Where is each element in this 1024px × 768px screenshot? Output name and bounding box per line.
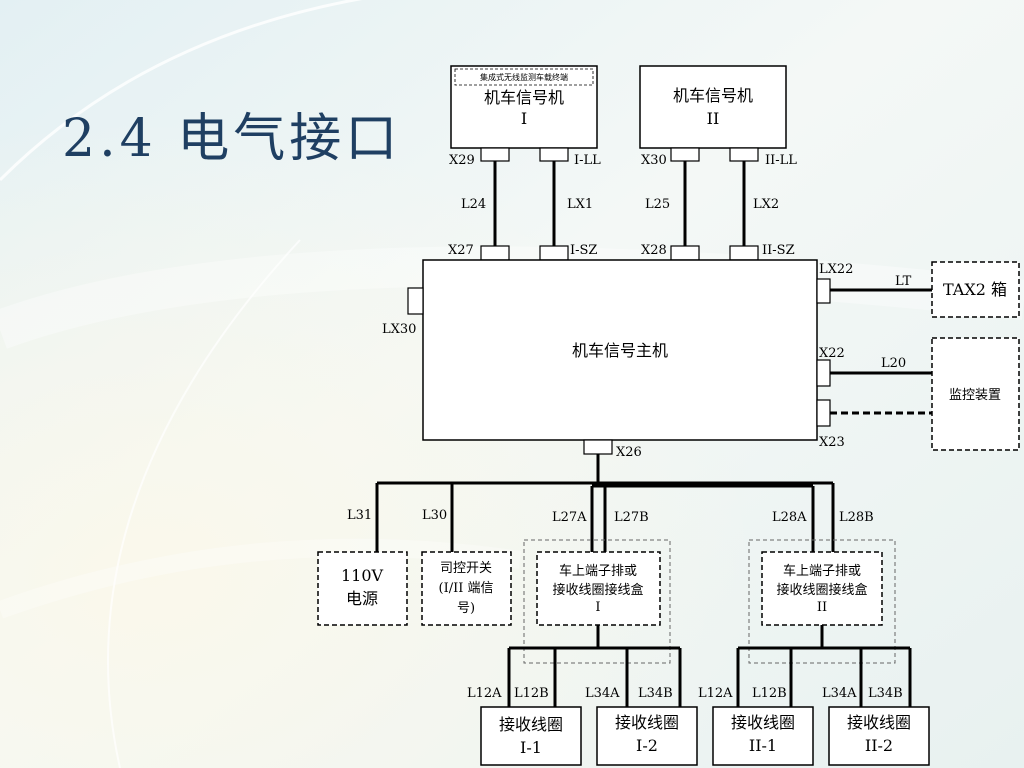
receiving-coil-i-1: 接收线圈 I-1 xyxy=(480,706,582,766)
port-i-sz xyxy=(539,245,569,261)
tax2-box-label: TAX2 箱 xyxy=(943,280,1007,299)
receiving-coil-i-1-number: I-1 xyxy=(520,738,542,757)
line-l12a-1-label: L12A xyxy=(467,686,502,701)
monitor-device-label: 监控装置 xyxy=(949,388,1001,403)
receiving-coil-ii-1-number: II-1 xyxy=(749,736,777,755)
line-l27a-label: L27A xyxy=(552,510,587,525)
line-l34b-1-label: L34B xyxy=(638,686,673,701)
port-ii-sz-label: II-SZ xyxy=(762,243,795,258)
port-lx22 xyxy=(816,278,831,304)
line-l12b-1-label: L12B xyxy=(514,686,549,701)
port-x27-label: X27 xyxy=(448,243,474,258)
signal-unit-2-label: 机车信号机 xyxy=(673,86,753,105)
port-x23-label: X23 xyxy=(819,435,845,450)
port-i-ll-label: I-LL xyxy=(574,153,601,168)
line-l28b-label: L28B xyxy=(839,510,874,525)
terminal-2-outer-frame xyxy=(748,539,896,664)
port-x28 xyxy=(670,245,700,261)
slide-title: 2.4 电气接口 xyxy=(62,109,402,169)
line-l34b-2-label: L34B xyxy=(868,686,903,701)
power-supply-label: 电源 xyxy=(346,589,378,608)
terminal-1-outer-frame xyxy=(523,539,671,664)
port-x29-label: X29 xyxy=(449,153,475,168)
line-lx2-label: LX2 xyxy=(753,197,779,212)
port-lx22-label: LX22 xyxy=(819,262,853,277)
driver-switch-line2: (I/II 端信 xyxy=(439,581,494,596)
signal-unit-1-caption: 集成式无线监测车载终端 xyxy=(480,72,568,82)
driver-switch-line1: 司控开关 xyxy=(440,561,492,576)
signal-unit-2-number: II xyxy=(707,109,720,128)
receiving-coil-i-1-label: 接收线圈 xyxy=(499,715,563,734)
line-l12a-2-label: L12A xyxy=(698,686,733,701)
terminal-box-1-line1: 车上端子排或 xyxy=(559,563,637,579)
power-supply-voltage: 110V xyxy=(341,566,384,585)
line-l27b-label: L27B xyxy=(614,510,649,525)
port-x28-label: X28 xyxy=(641,243,667,258)
port-ii-sz xyxy=(729,245,759,261)
terminal-box-2-line1: 车上端子排或 xyxy=(783,563,861,579)
signal-unit-1-label: 机车信号机 xyxy=(484,88,564,107)
port-x22 xyxy=(816,359,831,387)
port-x23 xyxy=(816,399,831,427)
terminal-box-2-number: II xyxy=(817,600,827,615)
terminal-box-2: 车上端子排或 接收线圈接线盒 II xyxy=(761,551,883,626)
driver-switch-line3: 号) xyxy=(457,601,475,616)
signal-host: 机车信号主机 xyxy=(422,259,818,441)
line-l20-label: L20 xyxy=(881,356,906,371)
port-lx30-label: LX30 xyxy=(382,322,416,337)
signal-unit-1-caption-frame xyxy=(454,68,594,86)
port-ii-ll-label: II-LL xyxy=(765,153,797,168)
receiving-coil-i-2: 接收线圈 I-2 xyxy=(596,706,698,766)
port-x29 xyxy=(480,147,510,162)
receiving-coil-ii-1: 接收线圈 II-1 xyxy=(712,706,814,766)
signal-unit-2: 机车信号机 II xyxy=(639,65,787,149)
port-x22-label: X22 xyxy=(819,346,845,361)
tax2-box: TAX2 箱 xyxy=(931,261,1020,318)
driver-switch: 司控开关 (I/II 端信 号) xyxy=(421,551,512,626)
receiving-coil-i-2-label: 接收线圈 xyxy=(615,713,679,732)
line-l34a-2-label: L34A xyxy=(822,686,857,701)
port-ii-ll xyxy=(729,147,759,162)
port-lx30 xyxy=(407,287,424,315)
receiving-coil-i-2-number: I-2 xyxy=(636,736,658,755)
signal-host-label: 机车信号主机 xyxy=(572,341,668,360)
monitor-device: 监控装置 xyxy=(931,337,1020,451)
port-x26-label: X26 xyxy=(616,445,642,460)
line-l30-label: L30 xyxy=(422,508,447,523)
line-lx1-label: LX1 xyxy=(567,197,593,212)
line-lt-label: LT xyxy=(895,274,912,289)
port-x27 xyxy=(480,245,510,261)
line-l24-label: L24 xyxy=(461,197,486,212)
port-i-ll xyxy=(539,147,569,162)
line-l28a-label: L28A xyxy=(772,510,807,525)
receiving-coil-ii-2-label: 接收线圈 xyxy=(847,713,911,732)
line-l34a-1-label: L34A xyxy=(585,686,620,701)
receiving-coil-ii-1-label: 接收线圈 xyxy=(731,713,795,732)
terminal-box-2-line2: 接收线圈接线盒 xyxy=(776,582,867,598)
port-i-sz-label: I-SZ xyxy=(570,243,597,258)
receiving-coil-ii-2-number: II-2 xyxy=(865,736,893,755)
line-l31-label: L31 xyxy=(347,508,372,523)
line-l12b-2-label: L12B xyxy=(752,686,787,701)
signal-unit-1-number: I xyxy=(521,109,527,128)
port-x30 xyxy=(670,147,700,162)
port-x30-label: X30 xyxy=(641,153,667,168)
port-x26 xyxy=(583,439,613,455)
receiving-coil-ii-2: 接收线圈 II-2 xyxy=(828,706,930,766)
terminal-box-1-number: I xyxy=(595,600,600,615)
signal-unit-1: 集成式无线监测车载终端 机车信号机 I xyxy=(450,65,598,149)
terminal-box-1: 车上端子排或 接收线圈接线盒 I xyxy=(536,551,661,626)
line-l25-label: L25 xyxy=(645,197,670,212)
terminal-box-1-line2: 接收线圈接线盒 xyxy=(552,582,643,598)
power-supply: 110V 电源 xyxy=(317,551,408,626)
